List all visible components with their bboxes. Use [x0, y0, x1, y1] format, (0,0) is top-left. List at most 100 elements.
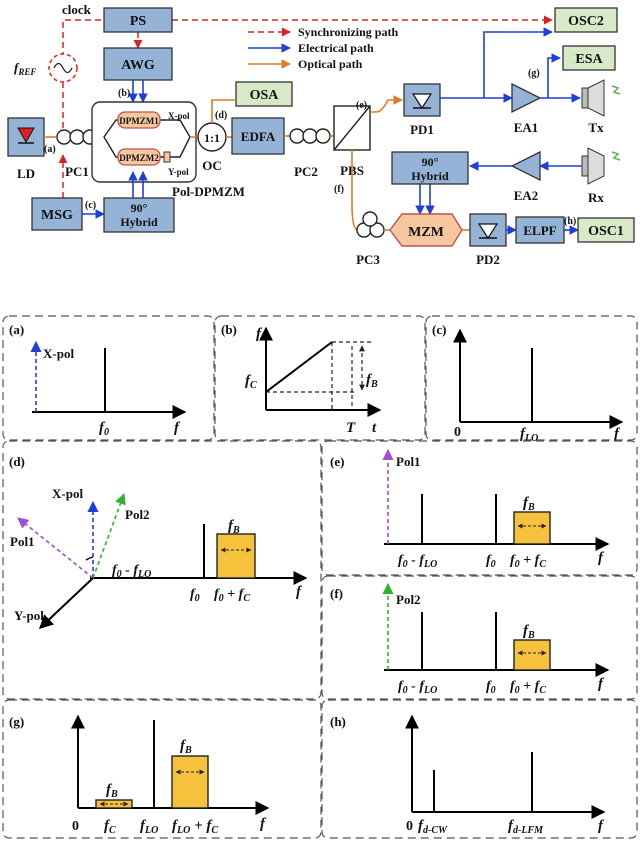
svg-text:Pol2: Pol2 [125, 507, 150, 522]
panel-f-band [513, 639, 551, 671]
legend-opt: Optical path [298, 57, 363, 71]
panel-d-band [216, 533, 256, 579]
panel-g-band-large [171, 755, 209, 809]
ps-block [103, 7, 173, 33]
svg-text:f: f [260, 816, 267, 832]
panel-b-T: T [346, 420, 356, 436]
ypol-tag: Y-pol [168, 167, 189, 177]
panel-a: (a) X-pol f0 f [2, 315, 215, 441]
mzm-label: MZM [408, 225, 444, 240]
rx-antenna-icon [581, 147, 621, 185]
esa-label: ESA [575, 52, 603, 67]
msg-label: MSG [41, 208, 73, 223]
osc2-block [554, 7, 618, 33]
polarization-rotator-icon [163, 151, 171, 163]
svg-text:f0 + fC: f0 + fC [510, 553, 546, 570]
hybrid-right-line2: Hybrid [411, 169, 449, 183]
pc3-label: PC3 [356, 252, 380, 267]
hybrid-left-line1: 90° [131, 201, 148, 215]
panel-b-chirp [265, 341, 333, 393]
svg-text:fB: fB [228, 518, 240, 536]
ea1-label: EA1 [514, 120, 539, 135]
svg-text:0: 0 [406, 819, 413, 834]
elpf-label: ELPF [523, 223, 556, 238]
awg-label: AWG [121, 58, 155, 73]
esa-block [562, 45, 616, 71]
svg-text:fLO + fC: fLO + fC [172, 818, 218, 836]
fref-sub: REF [17, 67, 36, 77]
svg-text:f: f [296, 584, 303, 600]
legend-sync: Synchronizing path [298, 25, 398, 39]
hybrid-left-line2: Hybrid [120, 215, 158, 229]
panel-c: (c) 0 fLO f [425, 315, 638, 444]
pol-dpmzm-label: Pol-DPMZM [172, 184, 245, 199]
svg-text:fB: fB [106, 782, 118, 800]
ea2-amplifier [510, 150, 541, 182]
panel-b-x: t [372, 420, 377, 436]
panel-f: (f) Pol2 fB f0 - fLO f0 f0 + fC f [321, 575, 638, 700]
awg-block [103, 47, 173, 81]
panel-g-label: (g) [9, 714, 24, 729]
fref-label: f [14, 60, 20, 75]
panel-f-label: (f) [330, 586, 343, 601]
svg-text:fC: fC [245, 373, 257, 391]
svg-text:Pol2: Pol2 [396, 592, 421, 607]
svg-text:f0 + fC: f0 + fC [510, 679, 546, 696]
point-d-label: (d) [215, 110, 227, 121]
svg-text:X-pol: X-pol [52, 486, 83, 501]
svg-text:f0: f0 [190, 587, 200, 604]
panel-a-label: (a) [9, 322, 24, 337]
sync-path-ref [62, 19, 104, 128]
ea1-amplifier [511, 82, 542, 114]
panel-d: (d) X-pol Pol2 Pol1 Y-pol fB f0 - fLO f0… [2, 440, 322, 700]
xpol-tag: X-pol [168, 111, 190, 121]
sine-wave-icon [53, 62, 73, 74]
panel-h-label: (h) [330, 714, 346, 729]
oc-label: OC [202, 158, 222, 173]
pd2-label: PD2 [476, 252, 500, 267]
dpmzm1-block [117, 111, 161, 129]
svg-text:f0 - fLO: f0 - fLO [398, 553, 437, 570]
pc2-label: PC2 [294, 164, 318, 179]
pc1-icon [56, 129, 98, 145]
svg-text:Pol1: Pol1 [396, 454, 421, 469]
hybrid-right-line1: 90° [422, 155, 439, 169]
pc1-label: PC1 [65, 164, 89, 179]
panel-c-label: (c) [432, 322, 446, 337]
svg-text:fd-LFM: fd-LFM [508, 818, 544, 836]
panel-a-axis: f [174, 420, 181, 436]
dpmzm2-label: DPMZM2 [119, 153, 159, 163]
point-g-label: (g) [528, 68, 540, 79]
panel-h: (h) 0 fd-CW fd-LFM f [321, 699, 638, 839]
photodiode-2-icon [477, 223, 499, 240]
photodiode-icon [411, 93, 433, 110]
svg-text:fd-CW: fd-CW [418, 818, 448, 836]
point-c-label: (c) [85, 200, 96, 211]
osc1-block [577, 217, 635, 243]
svg-text:fB: fB [523, 495, 535, 513]
svg-text:fREF: fREF [14, 60, 36, 77]
ld-label: LD [17, 166, 35, 181]
pd1-label: PD1 [410, 122, 434, 137]
clock-label: clock [62, 2, 92, 17]
svg-text:0: 0 [72, 819, 79, 834]
ea2-label: EA2 [514, 188, 539, 203]
panel-e-band [513, 511, 551, 545]
edfa-label: EDFA [241, 129, 276, 144]
svg-text:Y-pol: Y-pol [14, 608, 44, 623]
point-h-label: (h) [564, 216, 576, 227]
pc3-icon [356, 211, 385, 238]
svg-text:fB: fB [366, 372, 378, 390]
svg-text:f: f [614, 426, 621, 442]
pc2-icon [289, 128, 331, 144]
msg-block [31, 197, 83, 231]
svg-text:f: f [598, 818, 605, 834]
panel-e-label: (e) [330, 454, 344, 469]
oc-ratio: 1:1 [204, 131, 220, 145]
svg-text:f: f [598, 550, 605, 566]
svg-text:0: 0 [454, 425, 461, 440]
hybrid-left-block [103, 197, 175, 233]
panel-b-label: (b) [221, 322, 237, 337]
panel-a-pol: X-pol [43, 346, 74, 361]
